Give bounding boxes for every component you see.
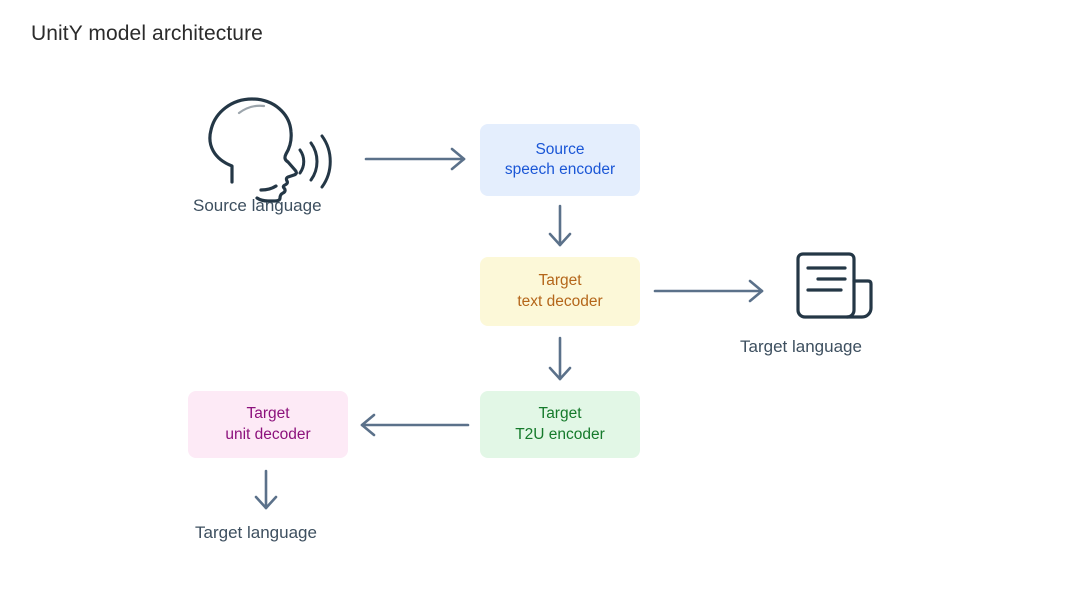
label-target-language-right: Target language <box>740 337 862 356</box>
node-target-t2u-encoder-line2: T2U encoder <box>515 425 605 443</box>
node-target-t2u-encoder[interactable]: Target T2U encoder <box>480 391 640 458</box>
node-target-text-decoder[interactable]: Target text decoder <box>480 257 640 326</box>
label-target-language-bottom: Target language <box>195 523 317 542</box>
node-target-unit-decoder-line2: unit decoder <box>225 425 311 443</box>
node-target-text-decoder-line1: Target <box>538 272 582 290</box>
page-title: UnitY model architecture <box>31 22 263 45</box>
document-icon <box>796 252 873 319</box>
node-target-t2u-encoder-line1: Target <box>538 405 582 423</box>
speaking-head-icon <box>208 97 332 203</box>
arrow-target-text-decoder-to-document <box>653 279 764 303</box>
label-source-language: Source language <box>193 196 322 215</box>
node-source-speech-encoder-line2: speech encoder <box>504 161 616 178</box>
node-target-text-decoder-line2: text decoder <box>517 292 603 310</box>
node-source-speech-encoder-line1: Source <box>535 140 585 158</box>
arrow-target-t2u-encoder-to-target-unit-decoder <box>360 413 470 437</box>
node-target-unit-decoder[interactable]: Target unit decoder <box>188 391 348 458</box>
arrow-target-unit-decoder-to-target-language <box>254 469 278 510</box>
arrow-source-speech-encoder-to-target-text-decoder <box>548 204 572 247</box>
node-source-speech-encoder[interactable]: Source speech encoder <box>480 124 640 196</box>
node-target-unit-decoder-line1: Target <box>246 405 290 423</box>
arrow-target-text-decoder-to-target-t2u-encoder <box>548 336 572 381</box>
arrow-head-to-source-speech-encoder <box>364 147 466 171</box>
